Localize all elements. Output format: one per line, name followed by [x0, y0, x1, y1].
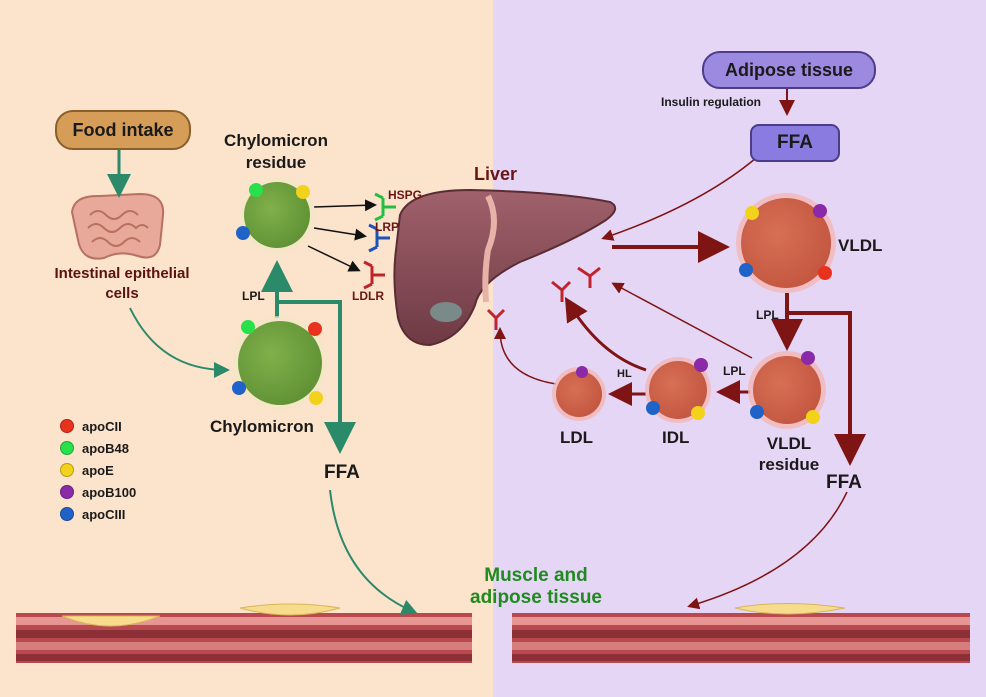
- liver-label: Liver: [474, 164, 518, 184]
- arrow-to-ldlr: [307, 245, 361, 272]
- ffa-right-label: FFA: [826, 472, 862, 493]
- vldl-residue-label: VLDL residue: [758, 434, 820, 475]
- apocii-dot: [60, 419, 74, 433]
- arrow-ffa-to-liver: [601, 157, 757, 241]
- legend-label: apoCII: [82, 418, 122, 434]
- arrow-to-hspg: [313, 199, 377, 212]
- liver-receptors-icon: [486, 266, 601, 330]
- insulin-regulation-label: Insulin regulation: [661, 95, 762, 109]
- lpl-mid-label: LPL: [723, 364, 746, 378]
- adipose-tissue-label: Adipose tissue: [724, 59, 854, 80]
- vldl-residue-particle: [748, 351, 826, 429]
- arrow-ldl-to-liver: [494, 327, 557, 385]
- arrow-to-ffa-right: [787, 311, 866, 466]
- legend-label: apoE: [82, 462, 114, 478]
- lrp-receptor-icon: [368, 223, 390, 253]
- apob100-dot: [60, 485, 74, 499]
- vessel-left: [16, 603, 472, 663]
- food-intake-label: Food intake: [72, 119, 174, 140]
- lrp-label: LRP: [375, 220, 399, 234]
- idl-label: IDL: [662, 428, 690, 447]
- arrow-ffa-to-vessel-left: [329, 489, 418, 615]
- hspg-receptor-icon: [374, 192, 396, 222]
- lpl-left-label: LPL: [242, 289, 265, 303]
- arrow-idl-to-liver: [564, 296, 647, 372]
- legend-label: apoB100: [82, 484, 137, 500]
- legend-label: apoB48: [82, 440, 129, 456]
- ldlr-receptor-icon: [363, 260, 385, 290]
- apoe-dot: [60, 463, 74, 477]
- apob48-dot: [60, 441, 74, 455]
- legend-item-apob100: apoB100: [60, 481, 136, 503]
- legend-item-apociii: apoCIII: [60, 503, 136, 525]
- chylomicron-particle: [232, 316, 327, 410]
- legend: apoCII apoB48 apoE apoB100 apoCIII: [60, 415, 136, 525]
- arrow-ffa-to-vessel-right: [687, 491, 848, 610]
- fat-deposit: [734, 603, 846, 615]
- arrow-to-lrp: [313, 227, 367, 241]
- chylomicron-residue-particle: [236, 177, 315, 253]
- liver-icon: [393, 188, 617, 347]
- lpl-right-label: LPL: [756, 308, 779, 322]
- hepatic-side-background: [493, 0, 986, 697]
- fat-deposit: [239, 603, 341, 616]
- adipose-tissue-box: Adipose tissue: [702, 51, 876, 89]
- chylomicron-residue-label: Chylomicron residue: [224, 131, 328, 173]
- intestinal-cells-label: Intestinal epithelial cells: [54, 265, 190, 303]
- hl-label: HL: [617, 368, 632, 380]
- vessel-right: [512, 603, 970, 663]
- ldl-particle: [552, 366, 606, 421]
- intestine-icon: [70, 192, 165, 260]
- legend-item-apocii: apoCII: [60, 415, 136, 437]
- arrow-cells-to-chylomicron: [129, 307, 230, 378]
- arrow-residue-to-liver: [611, 282, 753, 359]
- apociii-dot: [60, 507, 74, 521]
- idl-particle: [645, 357, 711, 423]
- vldl-label: VLDL: [838, 236, 883, 255]
- ldl-label: LDL: [560, 428, 594, 447]
- ffa-top-box: FFA: [750, 124, 840, 162]
- muscle-adipose-label: Muscle and adipose tissue: [470, 565, 602, 608]
- legend-item-apoe: apoE: [60, 459, 136, 481]
- hspg-label: HSPG: [388, 188, 423, 202]
- ldlr-label: LDLR: [352, 289, 384, 303]
- legend-item-apob48: apoB48: [60, 437, 136, 459]
- ffa-left-label: FFA: [324, 462, 360, 483]
- legend-label: apoCIII: [82, 506, 126, 522]
- vldl-particle: [736, 193, 836, 293]
- fat-deposit: [61, 615, 161, 627]
- food-intake-box: Food intake: [55, 110, 191, 150]
- ffa-top-label: FFA: [777, 132, 813, 153]
- chylomicron-label: Chylomicron: [210, 417, 314, 436]
- arrow-to-ffa-left: [277, 300, 356, 454]
